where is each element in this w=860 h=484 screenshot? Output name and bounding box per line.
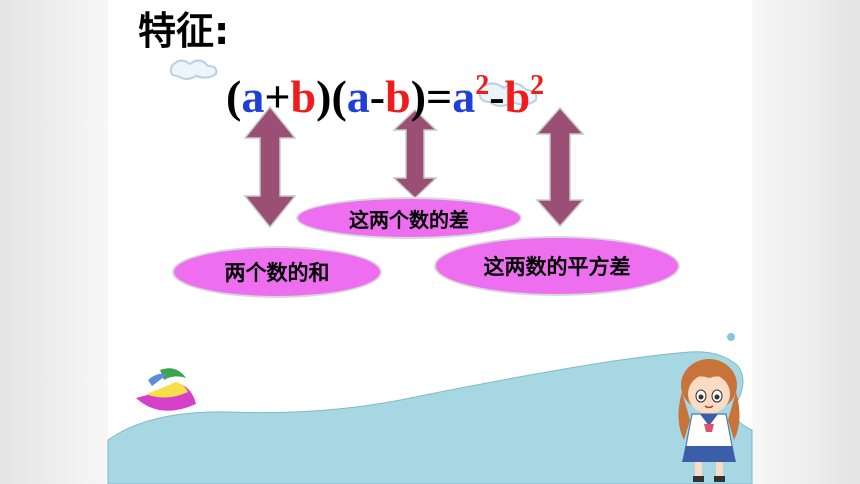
- formula-term-b: b: [504, 71, 531, 122]
- formula-operator: +: [264, 71, 291, 122]
- cloud-icon: [478, 82, 538, 107]
- formula: (a+b)(a-b)=a2-b2: [226, 56, 544, 127]
- cloud-icon: [169, 59, 218, 80]
- double-arrow-icon: [243, 105, 297, 229]
- formula-term-a: a: [452, 71, 476, 122]
- label-bubble-square-difference: 这两数的平方差: [434, 236, 680, 296]
- right-side-panel: [752, 0, 860, 484]
- label-bubble-sum: 两个数的和: [172, 246, 382, 298]
- formula-exponent: 2: [530, 70, 545, 101]
- formula-term-a: a: [346, 71, 370, 122]
- formula-exponent: 2: [475, 70, 490, 101]
- formula-paren: )=: [410, 71, 453, 122]
- formula-operator: -: [369, 71, 386, 122]
- left-side-panel: [0, 0, 108, 484]
- water-wave-shape: [107, 351, 753, 484]
- formula-operator: -: [489, 71, 505, 122]
- page-title: 特征:: [138, 9, 230, 53]
- double-arrow-icon: [535, 106, 585, 228]
- label-bubble-difference: 这两个数的差: [296, 197, 522, 239]
- cartoon-girl-icon: [678, 359, 740, 482]
- formula-term-b: b: [290, 71, 317, 122]
- bubble-dot-icon: [727, 333, 735, 341]
- boat-icon: [136, 368, 196, 411]
- formula-term-a: a: [241, 71, 265, 122]
- formula-paren: (: [226, 71, 242, 122]
- formula-term-b: b: [385, 71, 411, 122]
- formula-paren: )(: [316, 71, 347, 122]
